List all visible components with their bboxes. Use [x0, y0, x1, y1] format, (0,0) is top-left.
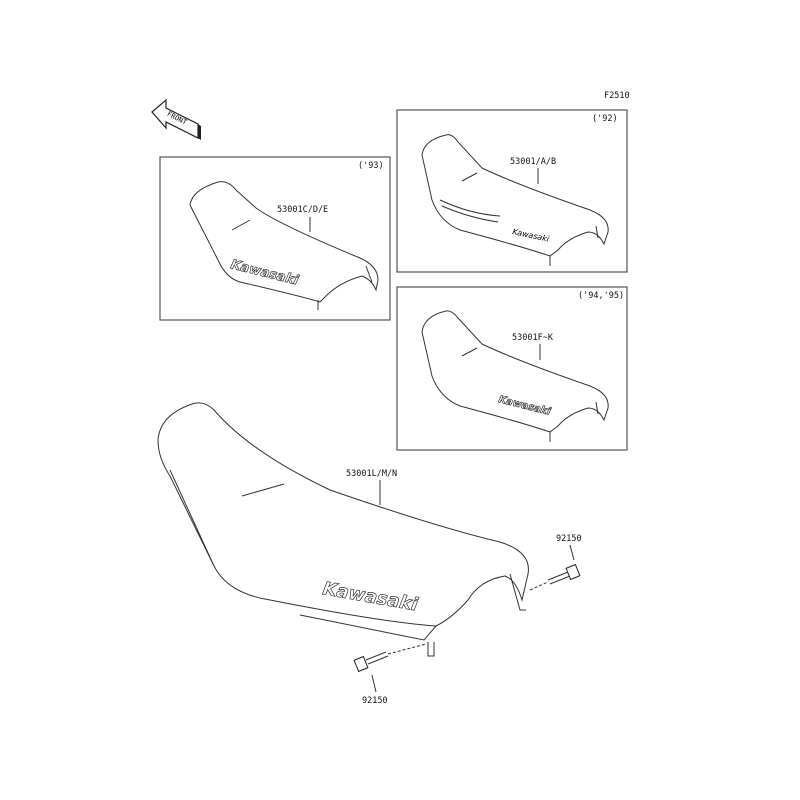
front-arrow-icon: FRONT — [151, 98, 201, 140]
part-number-label: 53001C/D/E — [277, 205, 328, 215]
panel-92: ('92) 53001/A/B Kawasaki — [396, 109, 628, 273]
bolt-upper: 92150 — [529, 534, 582, 591]
kawasaki-logo: Kawasaki — [321, 578, 420, 615]
kawasaki-logo: Kawasaki — [497, 394, 552, 418]
kawasaki-logo: Kawasaki — [512, 227, 551, 244]
part-number-label: 53001/A/B — [510, 157, 556, 167]
panel-year: ('93) — [358, 161, 384, 171]
part-number-label: 53001F~K — [512, 333, 554, 343]
panel-year: ('92) — [592, 114, 618, 124]
panel-year: ('94,'95) — [578, 291, 624, 301]
figure-code: F2510 — [604, 91, 630, 101]
kawasaki-logo: Kawasaki — [229, 257, 300, 288]
main-seat: 53001L/M/N Kawasaki — [157, 402, 529, 657]
part-number-label: 53001L/M/N — [346, 469, 397, 479]
panel-93: ('93) 53001C/D/E Kawasaki — [159, 156, 391, 321]
panel-94-95: ('94,'95) 53001F~K Kawasaki — [396, 286, 628, 451]
bolt-lower: 92150 — [353, 643, 427, 706]
bolt-part-number: 92150 — [556, 534, 582, 544]
bolt-part-number: 92150 — [362, 696, 388, 706]
